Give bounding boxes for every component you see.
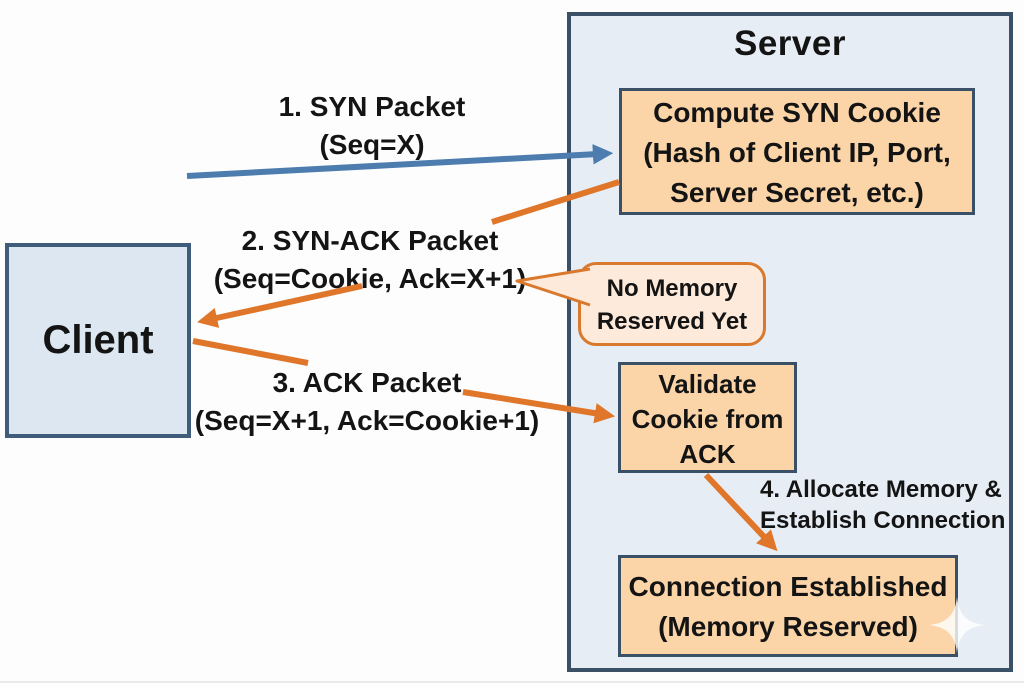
- syn-packet-label: 1. SYN Packet (Seq=X): [192, 88, 552, 164]
- validate-box-line1: Validate: [658, 369, 757, 399]
- no-memory-callout: No Memory Reserved Yet: [578, 262, 766, 346]
- syn-ack-packet-line1: 2. SYN-ACK Packet: [241, 225, 499, 256]
- syn-packet-line1: 1. SYN Packet: [278, 91, 466, 122]
- client-label: Client: [42, 318, 154, 362]
- connection-established-box: Connection Established (Memory Reserved): [618, 555, 958, 657]
- compute-syn-cookie-box: Compute SYN Cookie (Hash of Client IP, P…: [619, 88, 975, 215]
- client-box: Client: [5, 243, 191, 438]
- allocate-memory-line1: 4. Allocate Memory &: [760, 476, 1002, 503]
- syn-ack-packet-label: 2. SYN-ACK Packet (Seq=Cookie, Ack=X+1): [175, 222, 565, 298]
- callout-line1: No Memory: [606, 275, 738, 302]
- allocate-memory-line2: Establish Connection: [760, 507, 1006, 534]
- allocate-memory-label: 4. Allocate Memory & Establish Connectio…: [760, 474, 1014, 536]
- callout-line2: Reserved Yet: [596, 308, 748, 335]
- syn-packet-line2: (Seq=X): [319, 129, 425, 160]
- compute-box-line2: (Hash of Client IP, Port,: [643, 137, 951, 168]
- compute-box-line3: Server Secret, etc.): [670, 177, 924, 208]
- bottom-edge-line: [0, 681, 1024, 683]
- server-title: Server: [734, 24, 846, 63]
- ack-packet-line2: (Seq=X+1, Ack=Cookie+1): [194, 405, 540, 436]
- syn-ack-packet-line2: (Seq=Cookie, Ack=X+1): [213, 263, 527, 294]
- ack-arrow-segment: [192, 338, 309, 366]
- validate-box-line3: ACK: [679, 439, 736, 469]
- validate-cookie-box: Validate Cookie from ACK: [618, 362, 797, 473]
- established-box-line2: (Memory Reserved): [658, 611, 918, 642]
- validate-box-line2: Cookie from: [631, 404, 784, 434]
- compute-box-line1: Compute SYN Cookie: [653, 97, 941, 128]
- established-box-line1: Connection Established: [628, 571, 948, 602]
- ack-packet-line1: 3. ACK Packet: [272, 367, 462, 398]
- ack-packet-label: 3. ACK Packet (Seq=X+1, Ack=Cookie+1): [167, 364, 567, 440]
